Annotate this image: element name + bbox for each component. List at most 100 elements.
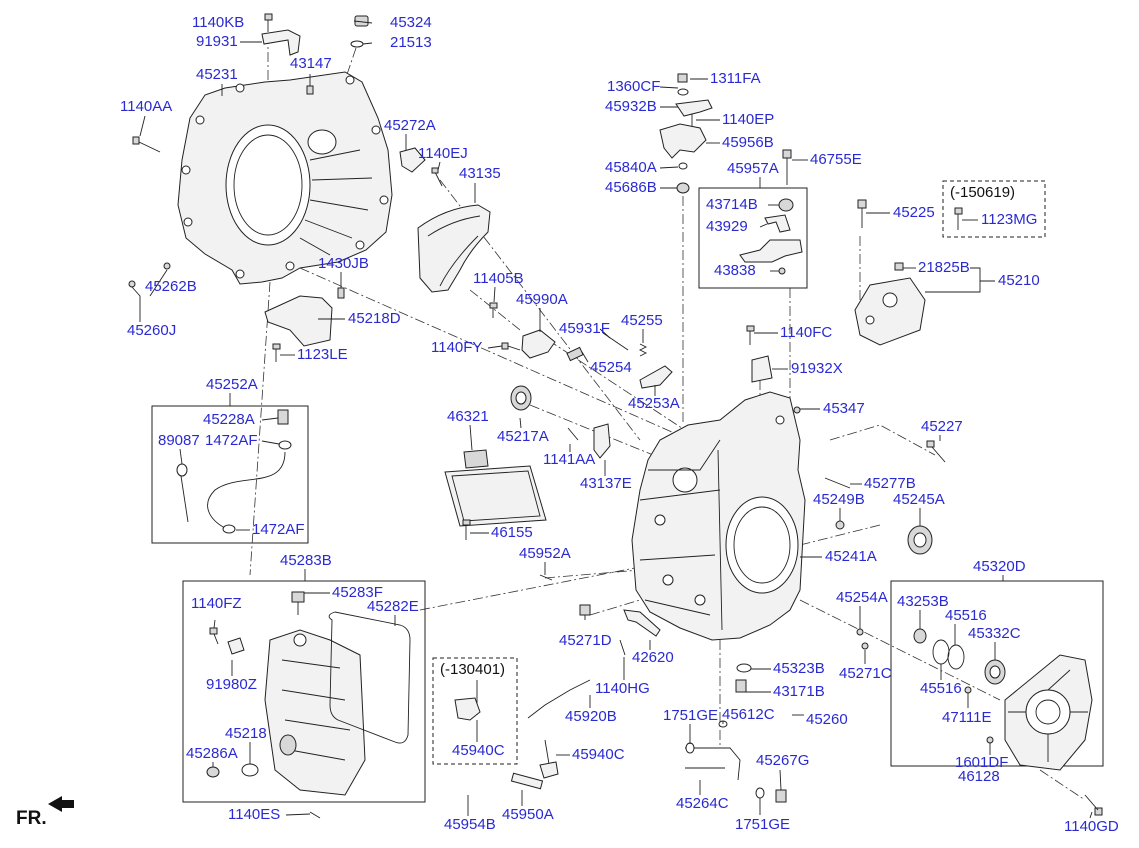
lever-bracket (521, 329, 556, 359)
part-callout: 46128 (958, 768, 1000, 785)
solenoid-valve (454, 680, 481, 721)
part-callout: 45283F (332, 584, 383, 601)
part-callout: 45231 (196, 66, 238, 83)
part-callout: 45254A (836, 589, 888, 606)
part-callout: 45516 (920, 680, 962, 697)
oil-seal (984, 659, 1006, 685)
bolt (272, 343, 281, 362)
part-callout: 45840A (605, 159, 657, 176)
plug (861, 642, 869, 650)
part-callout: 45267G (756, 752, 810, 769)
part-callout: 46321 (447, 408, 489, 425)
part-callout: 45217A (497, 428, 549, 445)
part-callout: 45516 (945, 607, 987, 624)
part-callout: 45254 (590, 359, 632, 376)
oil-filter (444, 449, 547, 527)
drain-plug (735, 679, 747, 693)
sensor-bracket (399, 147, 426, 173)
plug (579, 604, 591, 616)
part-callout: 45260J (127, 322, 177, 339)
part-callout: 45952A (519, 545, 571, 562)
part-callout: 1751GE (735, 816, 791, 833)
converter-housing (177, 71, 393, 285)
detent-lever (639, 365, 673, 389)
part-callout: 45320D (973, 558, 1026, 575)
bolt (954, 207, 963, 230)
part-callout: 1140KB (192, 14, 245, 31)
drain-plug (279, 734, 297, 756)
bushing (913, 628, 927, 644)
variant-note: (-130401) (440, 661, 506, 678)
part-callout: 43929 (706, 218, 748, 235)
part-callout: 45931F (559, 320, 610, 337)
bolt (619, 639, 626, 656)
bolt (309, 811, 321, 819)
clip (206, 766, 220, 778)
part-callout: 91932X (791, 360, 843, 377)
part-callout: 21513 (390, 34, 432, 51)
part-callout: 45252A (206, 376, 258, 393)
hose-clamp (222, 524, 236, 534)
dipstick (176, 463, 189, 523)
part-callout: 46155 (491, 524, 533, 541)
part-callout: 1360CF (607, 78, 661, 95)
oil-cooler-hose (685, 747, 741, 781)
part-callout: 45262B (145, 278, 197, 295)
nut (677, 73, 688, 83)
hose-clamp (278, 440, 292, 450)
bolt (132, 136, 161, 153)
part-callout: 1472AF (205, 432, 258, 449)
oil-pipe (527, 679, 591, 719)
part-callout: 43253B (897, 593, 949, 610)
sensor-bracket (675, 99, 713, 117)
part-callout: 1140HG (595, 680, 650, 697)
bolt (431, 167, 443, 187)
part-callout: 89087 (158, 432, 200, 449)
part-callout: 45277B (864, 475, 916, 492)
cover-plate (510, 772, 544, 790)
part-callout: 11405B (473, 270, 524, 287)
bolt (489, 302, 498, 318)
spring (638, 343, 648, 357)
plug (986, 736, 994, 744)
part-callout: 45920B (565, 708, 617, 725)
support-bracket (854, 277, 926, 346)
part-callout: 45218 (225, 725, 267, 742)
assembly-lines (249, 34, 1086, 801)
bolt (857, 199, 867, 228)
bolt (462, 519, 471, 540)
o-ring (678, 162, 688, 170)
bolt (567, 427, 579, 441)
part-callout: 45282E (367, 598, 419, 615)
part-callout: 45940C (452, 742, 505, 759)
inhibitor-switch (659, 123, 707, 159)
part-callout: 1140FY (431, 339, 483, 356)
pin (539, 574, 553, 581)
screw (163, 262, 171, 270)
heat-shield (417, 204, 491, 293)
part-callout: 45228A (203, 411, 255, 428)
washer (350, 40, 364, 48)
plug (856, 628, 864, 636)
hose-fitting (277, 409, 289, 425)
nut (894, 262, 904, 271)
part-callout: 1601DF (955, 754, 1009, 771)
plug (835, 520, 845, 530)
leader-lines (131, 20, 1093, 819)
part-callout: 1140EJ (418, 145, 468, 162)
part-callout: 1140GD (1064, 818, 1119, 835)
part-callout: 45323B (773, 660, 825, 677)
part-callout: 42620 (632, 649, 674, 666)
hose-clamp (755, 787, 765, 799)
part-callout: 45227 (921, 418, 963, 435)
part-callout: 45954B (444, 816, 496, 833)
baffle-bracket (593, 423, 611, 459)
part-callout: 1140ES (228, 806, 281, 823)
o-ring (932, 639, 950, 665)
bolt (264, 13, 273, 32)
hose-clamp (685, 742, 695, 754)
part-callout: 45686B (605, 179, 657, 196)
part-callout: 1123MG (981, 211, 1038, 228)
part-callout: 45249B (813, 491, 865, 508)
